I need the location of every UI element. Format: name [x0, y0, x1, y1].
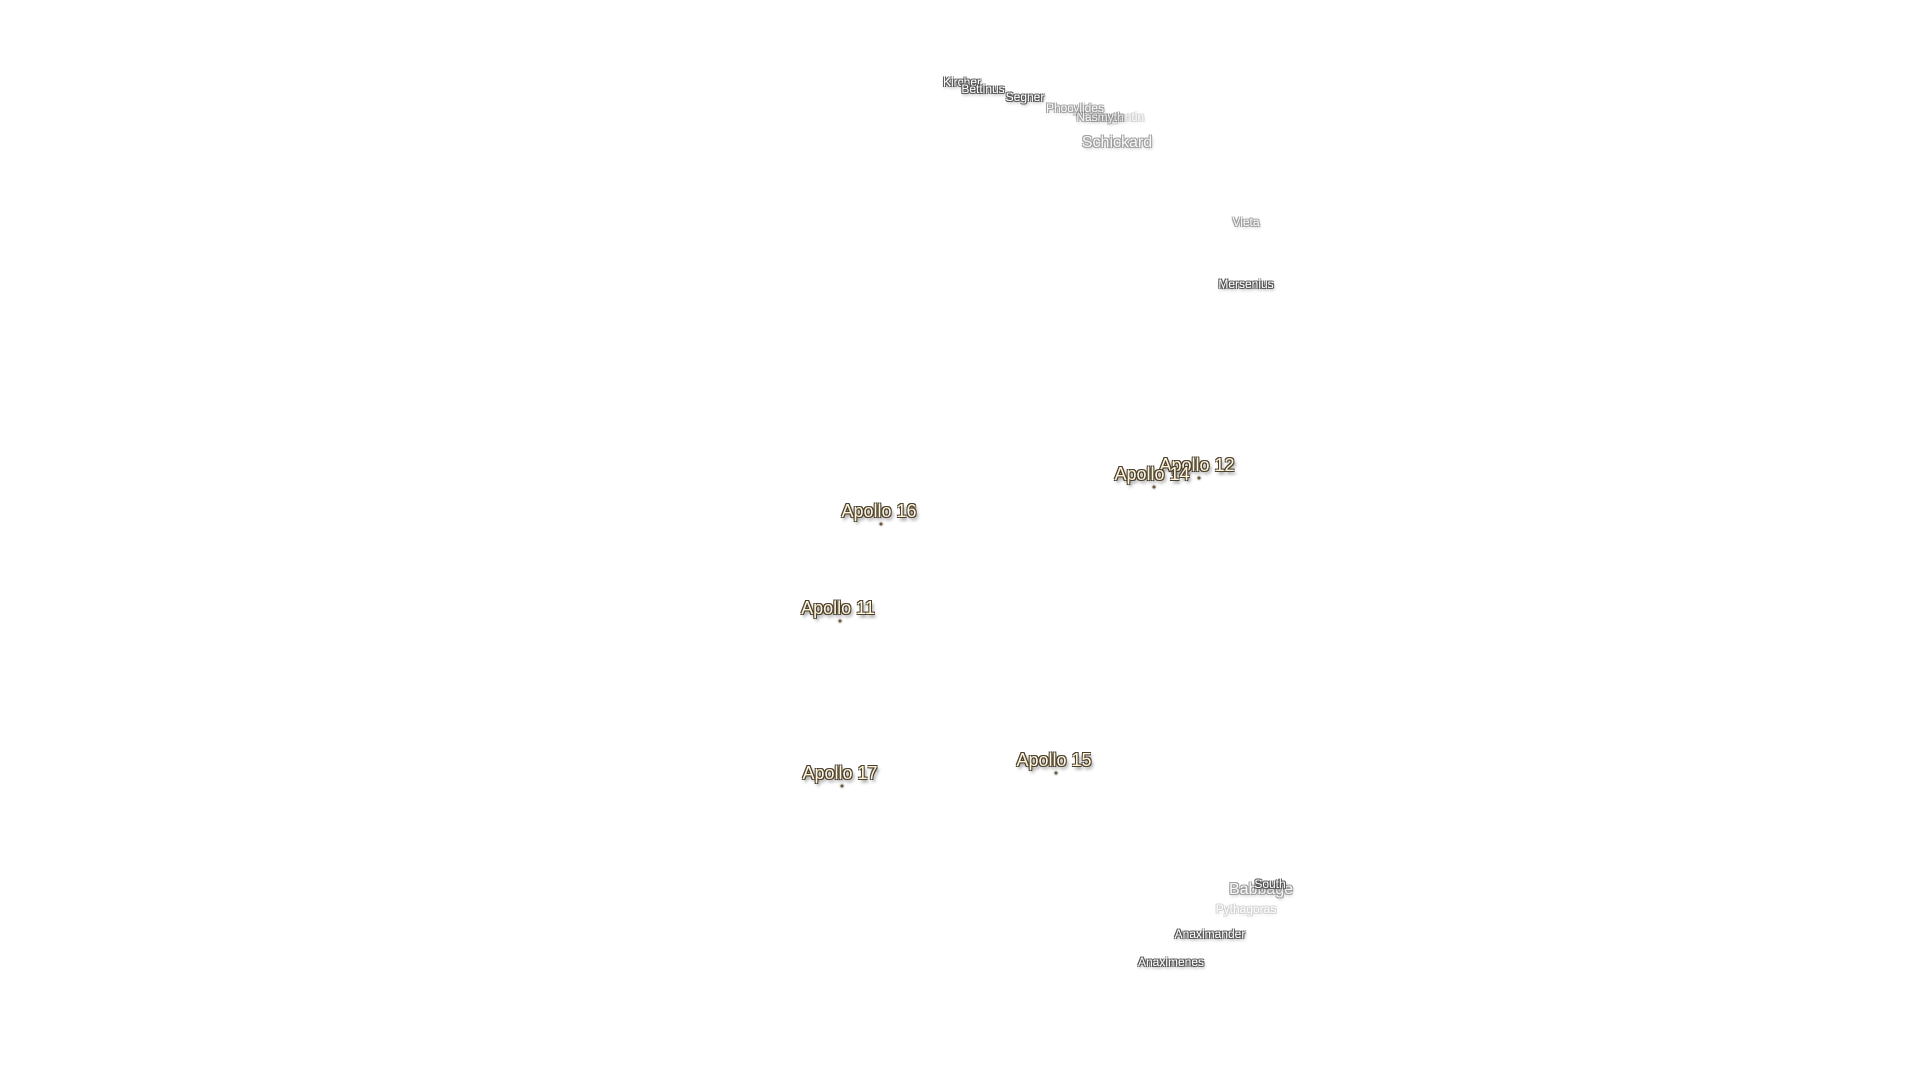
landing-site-label-apollo-11[interactable]: Apollo 11 [801, 598, 875, 618]
crater-label-kircher[interactable]: Kircher [942, 75, 982, 89]
crater-label-babbage[interactable]: Babbage [1228, 881, 1294, 898]
crater-label-nasmyth[interactable]: Nasmyth [1076, 110, 1124, 124]
landing-site-marker-apollo-11[interactable] [838, 619, 842, 623]
crater-label-south[interactable]: South [1254, 877, 1286, 891]
crater-label-segner[interactable]: Segner [1005, 90, 1045, 104]
crater-label-anaximander[interactable]: Anaximander [1174, 927, 1246, 941]
landing-site-label-apollo-17[interactable]: Apollo 17 [802, 763, 878, 783]
crater-label-phocylides[interactable]: Phocylides [1045, 101, 1105, 115]
crater-label-mersenius[interactable]: Mersenius [1218, 277, 1274, 291]
crater-label-schickard[interactable]: Schickard [1081, 134, 1153, 151]
crater-label-anaximenes[interactable]: Anaximenes [1137, 955, 1205, 969]
crater-label-vieta[interactable]: Vieta [1232, 215, 1260, 229]
landing-site-marker-apollo-12[interactable] [1197, 476, 1201, 480]
landing-site-label-apollo-14[interactable]: Apollo 14 [1114, 464, 1190, 484]
landing-site-marker-apollo-17[interactable] [840, 784, 844, 788]
landing-site-label-apollo-12[interactable]: Apollo 12 [1159, 455, 1235, 475]
landing-site-marker-apollo-15[interactable] [1054, 771, 1058, 775]
landing-site-marker-apollo-14[interactable] [1152, 485, 1156, 489]
crater-label-wargentin[interactable]: Wargentin [1089, 110, 1145, 124]
landing-site-marker-apollo-16[interactable] [879, 522, 883, 526]
crater-label-bettinus[interactable]: Bettinus [961, 82, 1005, 96]
landing-site-label-apollo-16[interactable]: Apollo 16 [841, 501, 917, 521]
crater-label-pythagoras[interactable]: Pythagoras [1215, 902, 1277, 916]
landing-site-label-apollo-15[interactable]: Apollo 15 [1016, 750, 1092, 770]
